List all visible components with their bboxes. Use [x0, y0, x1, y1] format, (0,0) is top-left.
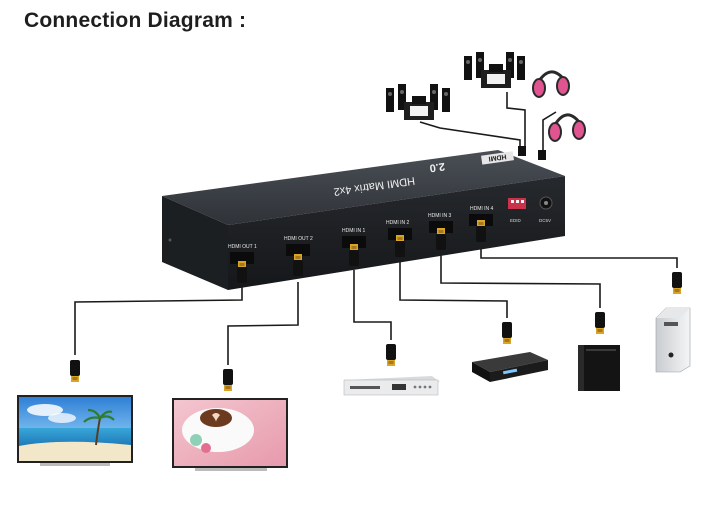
port-in2[interactable]	[388, 228, 412, 257]
port-label-in3: HDMI IN 3	[428, 213, 452, 219]
cable-in4-pc	[480, 242, 678, 268]
edid-switch[interactable]	[508, 198, 526, 209]
pc-tower-icon	[655, 307, 691, 373]
tv-icon	[172, 398, 288, 471]
cable-audio-speakers	[506, 92, 526, 148]
device-version: 2.0	[429, 160, 446, 174]
cable-audio-speakers-2	[419, 121, 521, 150]
port-in4[interactable]	[469, 214, 493, 242]
speaker-set-icon	[464, 52, 525, 88]
game-console-icon	[578, 345, 620, 391]
device-logo: HDMI	[488, 152, 507, 161]
cable-in1-dvd	[353, 270, 392, 340]
port-out1[interactable]	[230, 252, 254, 283]
port-label-in2: HDMI IN 2	[386, 220, 410, 226]
port-out2[interactable]	[286, 244, 310, 276]
hdmi-matrix-device: HDMI 2.0 HDMI Matrix 4x2 EDID DC5V HDMI …	[162, 146, 565, 290]
cables	[74, 92, 678, 365]
cable-out2-tv2	[227, 282, 299, 365]
power-label: DC5V	[539, 218, 551, 223]
port-in3[interactable]	[429, 221, 453, 250]
headphones-icon	[532, 70, 570, 98]
port-label-out2: HDMI OUT 2	[284, 236, 313, 242]
hdmi-logo-icon	[481, 151, 515, 165]
cable-out1-tv1	[74, 285, 243, 355]
port-label-in1: HDMI IN 1	[342, 228, 366, 234]
port-in1[interactable]	[342, 236, 366, 266]
cable-audio-headphones	[542, 111, 557, 156]
port-label-in4: HDMI IN 4	[470, 206, 494, 212]
set-top-box-icon	[472, 352, 548, 382]
dvd-player-icon	[343, 376, 440, 396]
edid-label: EDID	[510, 218, 522, 223]
cable-in3-console	[440, 252, 601, 308]
speaker-set-icon	[386, 84, 450, 120]
cable-in2-stb	[399, 258, 508, 318]
headphones-icon	[548, 113, 586, 142]
port-label-out1: HDMI OUT 1	[228, 244, 257, 250]
tv-icon	[17, 395, 133, 466]
page-title: Connection Diagram :	[24, 9, 247, 32]
